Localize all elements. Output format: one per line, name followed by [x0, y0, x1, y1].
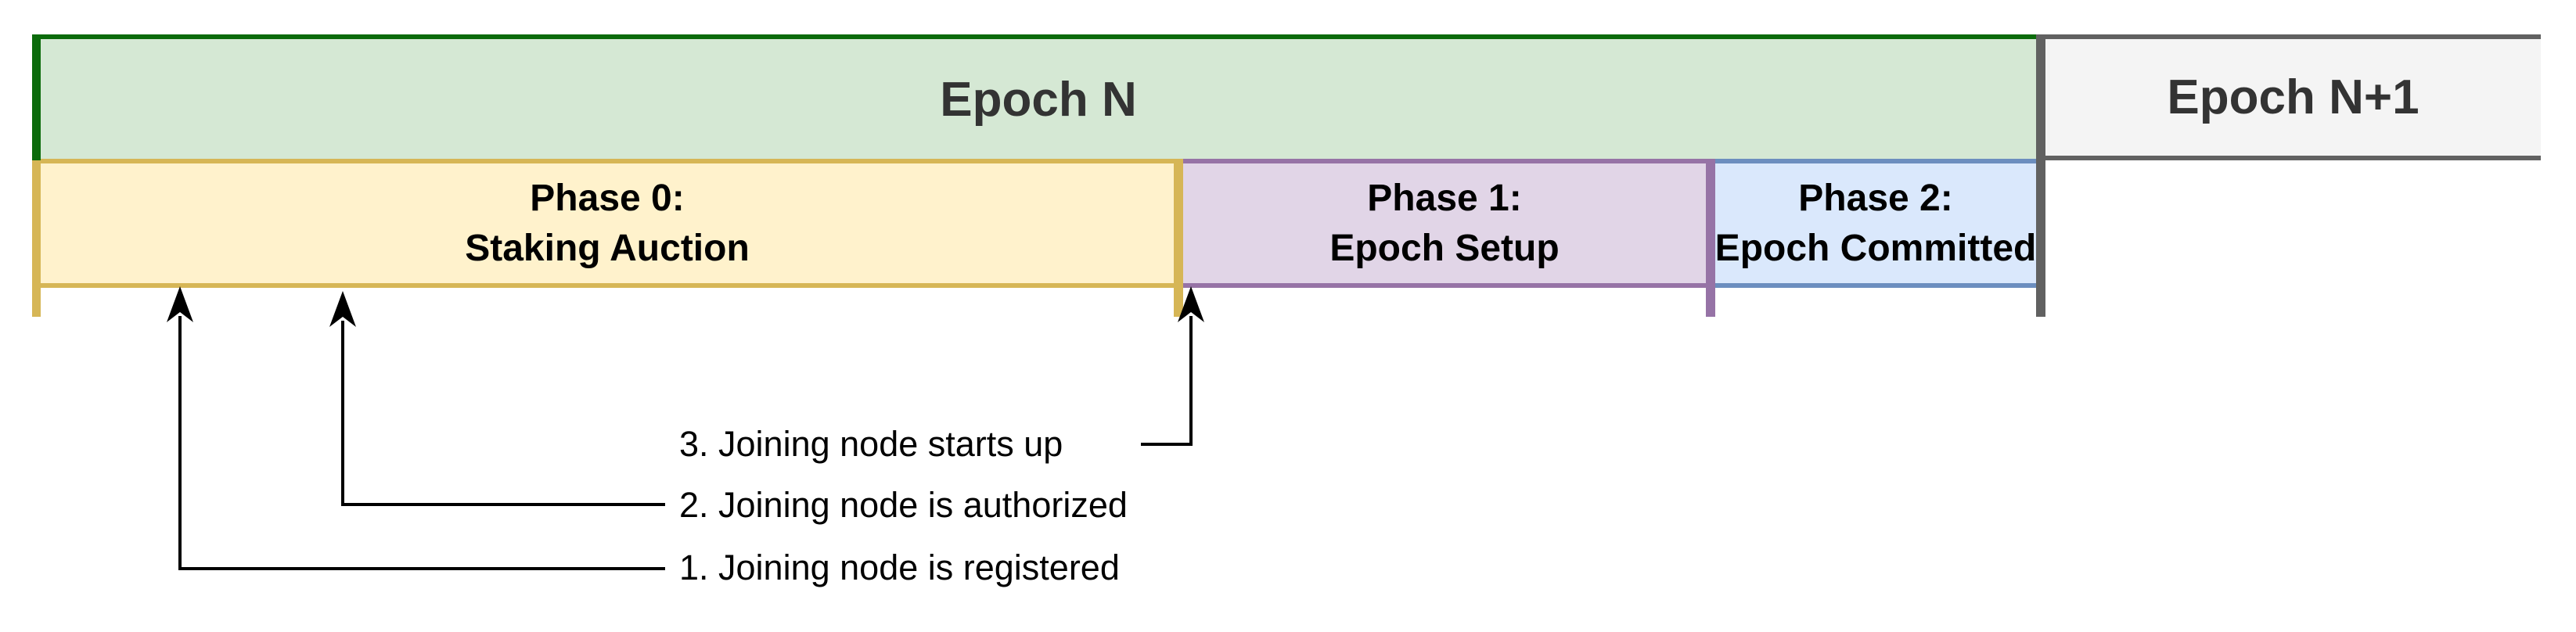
phase-0-phase-1-boundary-line — [1174, 159, 1183, 317]
epoch-n-label: Epoch N — [940, 73, 1137, 127]
phase-1-title: Phase 1: — [1367, 177, 1522, 219]
phase-0-title: Phase 0: — [530, 177, 685, 219]
phase-0-label: Phase 0: Staking Auction — [465, 174, 750, 274]
epoch-n-start-line — [32, 34, 41, 160]
event-3-label: 3. Joining node starts up — [679, 424, 1063, 464]
phase-2-title: Phase 2: — [1798, 177, 1953, 219]
phase-1-phase-2-boundary-line — [1706, 159, 1715, 317]
epoch-n-epoch-n-plus-1-divider — [2036, 34, 2045, 317]
event-3-arrow — [1141, 286, 1204, 446]
epoch-n-bar: Epoch N — [41, 34, 2036, 160]
arrow-up-icon — [167, 286, 193, 322]
phase-2-subtitle: Epoch Committed — [1714, 227, 2037, 269]
phase-0-subtitle: Staking Auction — [465, 227, 750, 269]
phase-2-bar: Phase 2: Epoch Committed — [1715, 159, 2036, 288]
event-2-label: 2. Joining node is authorized — [679, 485, 1128, 525]
event-2-arrow — [329, 291, 665, 506]
phase-0-start-line — [32, 160, 41, 317]
phase-1-subtitle: Epoch Setup — [1329, 227, 1560, 269]
event-1-arrow — [167, 286, 665, 570]
phase-1-label: Phase 1: Epoch Setup — [1329, 174, 1559, 274]
phase-2-label: Phase 2: Epoch Committed — [1715, 174, 2037, 274]
phase-1-bar: Phase 1: Epoch Setup — [1183, 159, 1706, 288]
event-1-label: 1. Joining node is registered — [679, 548, 1120, 587]
arrow-up-icon — [329, 291, 356, 327]
epoch-n-plus-1-label: Epoch N+1 — [2167, 70, 2419, 124]
phase-0-bar: Phase 0: Staking Auction — [41, 159, 1174, 288]
epoch-n-plus-1-bar: Epoch N+1 — [2045, 34, 2541, 160]
